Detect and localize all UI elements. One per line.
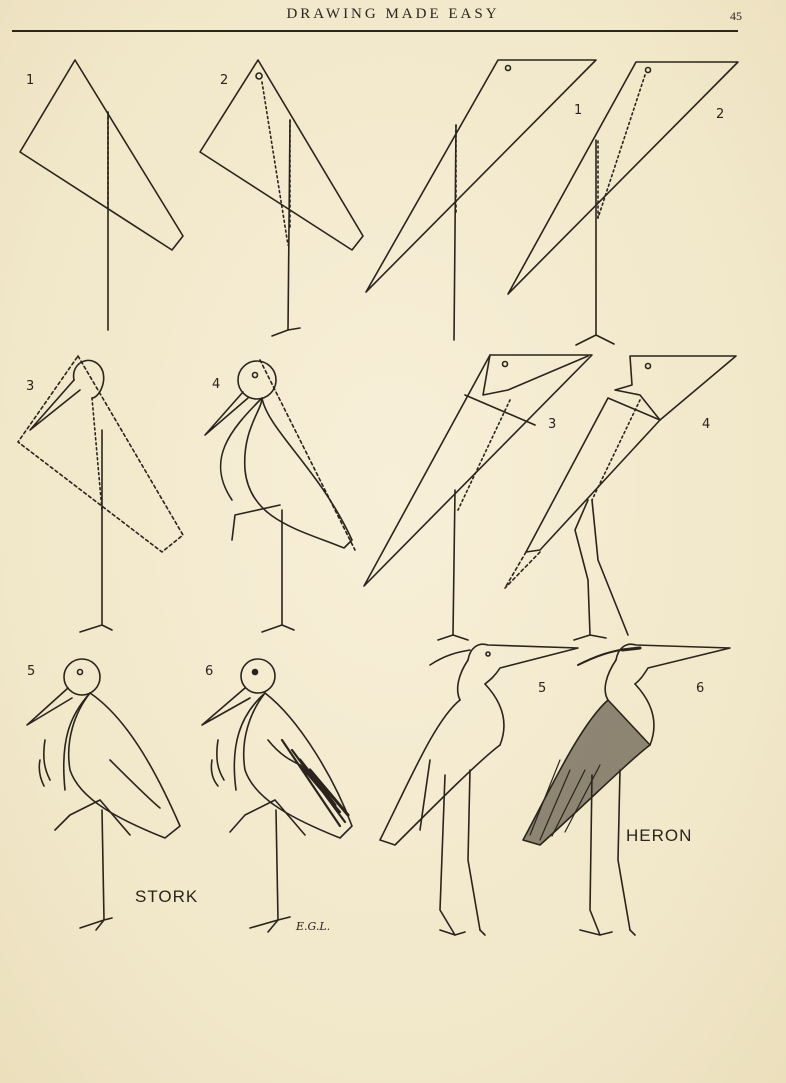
heron-step-5-label: 5 — [538, 681, 546, 696]
stork-step-1-label: 1 — [26, 73, 34, 88]
stork-step-4-label: 4 — [212, 377, 220, 392]
heron-step-2-drawing — [508, 62, 738, 345]
heron-step-2-label: 2 — [716, 107, 724, 122]
stork-step-1-drawing — [20, 60, 183, 330]
stork-step-3-drawing — [18, 356, 183, 632]
heron-step-1-drawing — [366, 60, 596, 340]
heron-step-3-drawing — [364, 355, 592, 640]
heron-step-3-label: 3 — [548, 417, 556, 432]
stork-caption: STORK — [135, 887, 198, 906]
stork-step-2-label: 2 — [220, 73, 228, 88]
stork-step-4-drawing — [205, 360, 355, 632]
stork-step-6-label: 6 — [205, 664, 213, 679]
stork-step-2-drawing — [200, 60, 363, 336]
stork-step-6-drawing — [202, 659, 352, 932]
stork-step-3-label: 3 — [26, 379, 34, 394]
heron-step-4-label: 4 — [702, 417, 710, 432]
heron-caption: HERON — [626, 826, 692, 845]
heron-step-6-label: 6 — [696, 681, 704, 696]
stork-step-5-label: 5 — [27, 664, 35, 679]
artist-signature: E.G.L. — [295, 920, 330, 933]
heron-step-4-drawing — [505, 356, 736, 640]
heron-step-1-label: 1 — [574, 103, 582, 118]
